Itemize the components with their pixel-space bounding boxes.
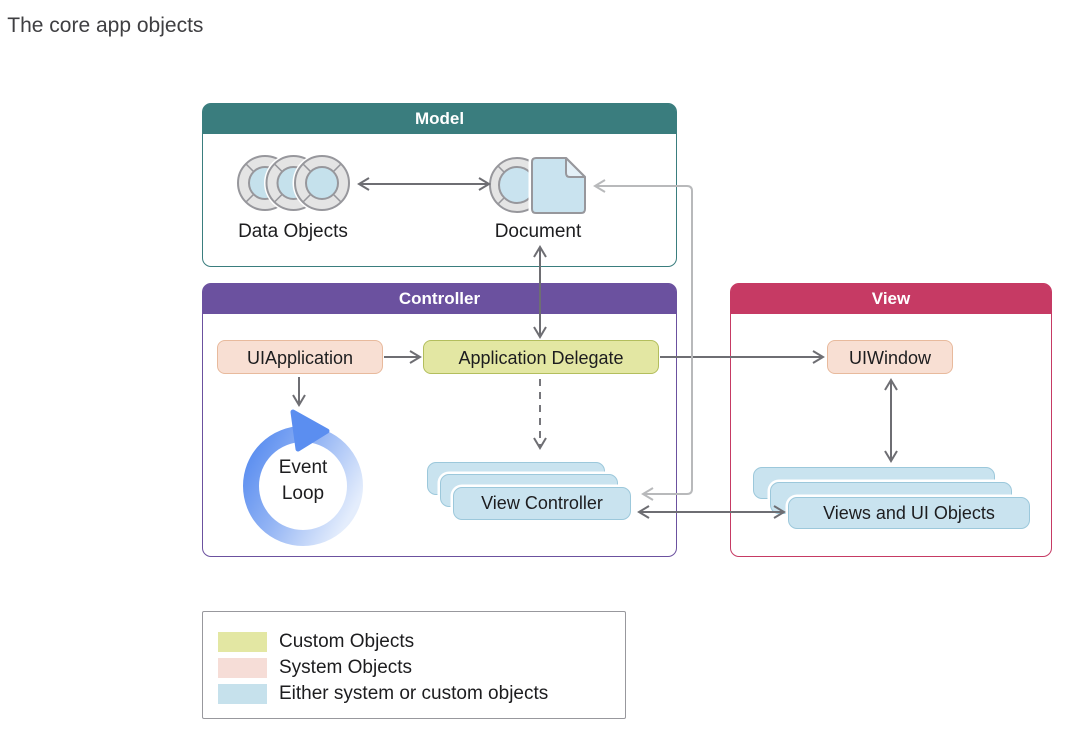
legend-item-system-objects: System Objects <box>218 655 625 681</box>
legend-label-custom-objects: Custom Objects <box>279 631 415 652</box>
legend-label-either-objects: Either system or custom objects <box>279 683 549 704</box>
legend: Custom Objects System Objects Either sys… <box>202 611 626 719</box>
legend-swatch-either-objects <box>218 684 267 704</box>
legend-item-custom-objects: Custom Objects <box>218 629 625 655</box>
model-box-header: Model <box>203 104 676 134</box>
uiapplication-chip: UIApplication <box>217 340 383 374</box>
application-delegate-chip: Application Delegate <box>423 340 659 374</box>
event-loop-label-line2: Loop <box>281 483 325 504</box>
view-box-header: View <box>731 284 1051 314</box>
legend-item-either-objects: Either system or custom objects <box>218 681 625 707</box>
legend-swatch-custom-objects <box>218 632 267 652</box>
data-objects-icon <box>235 153 352 213</box>
figure-caption: . The core app objects <box>0 14 204 37</box>
views-and-ui-objects-card: Views and UI Objects <box>788 497 1030 529</box>
uiwindow-chip: UIWindow <box>827 340 953 374</box>
legend-swatch-system-objects <box>218 658 267 678</box>
document-label: Document <box>494 221 582 242</box>
event-loop-icon <box>243 409 363 546</box>
data-objects-label: Data Objects <box>238 221 348 242</box>
event-loop-label-line1: Event <box>278 457 328 478</box>
legend-label-system-objects: System Objects <box>279 657 413 678</box>
event-loop-label: Event Loop <box>237 455 369 507</box>
document-icon <box>489 154 589 217</box>
controller-box-header: Controller <box>203 284 676 314</box>
view-controller-card: View Controller <box>453 487 631 520</box>
